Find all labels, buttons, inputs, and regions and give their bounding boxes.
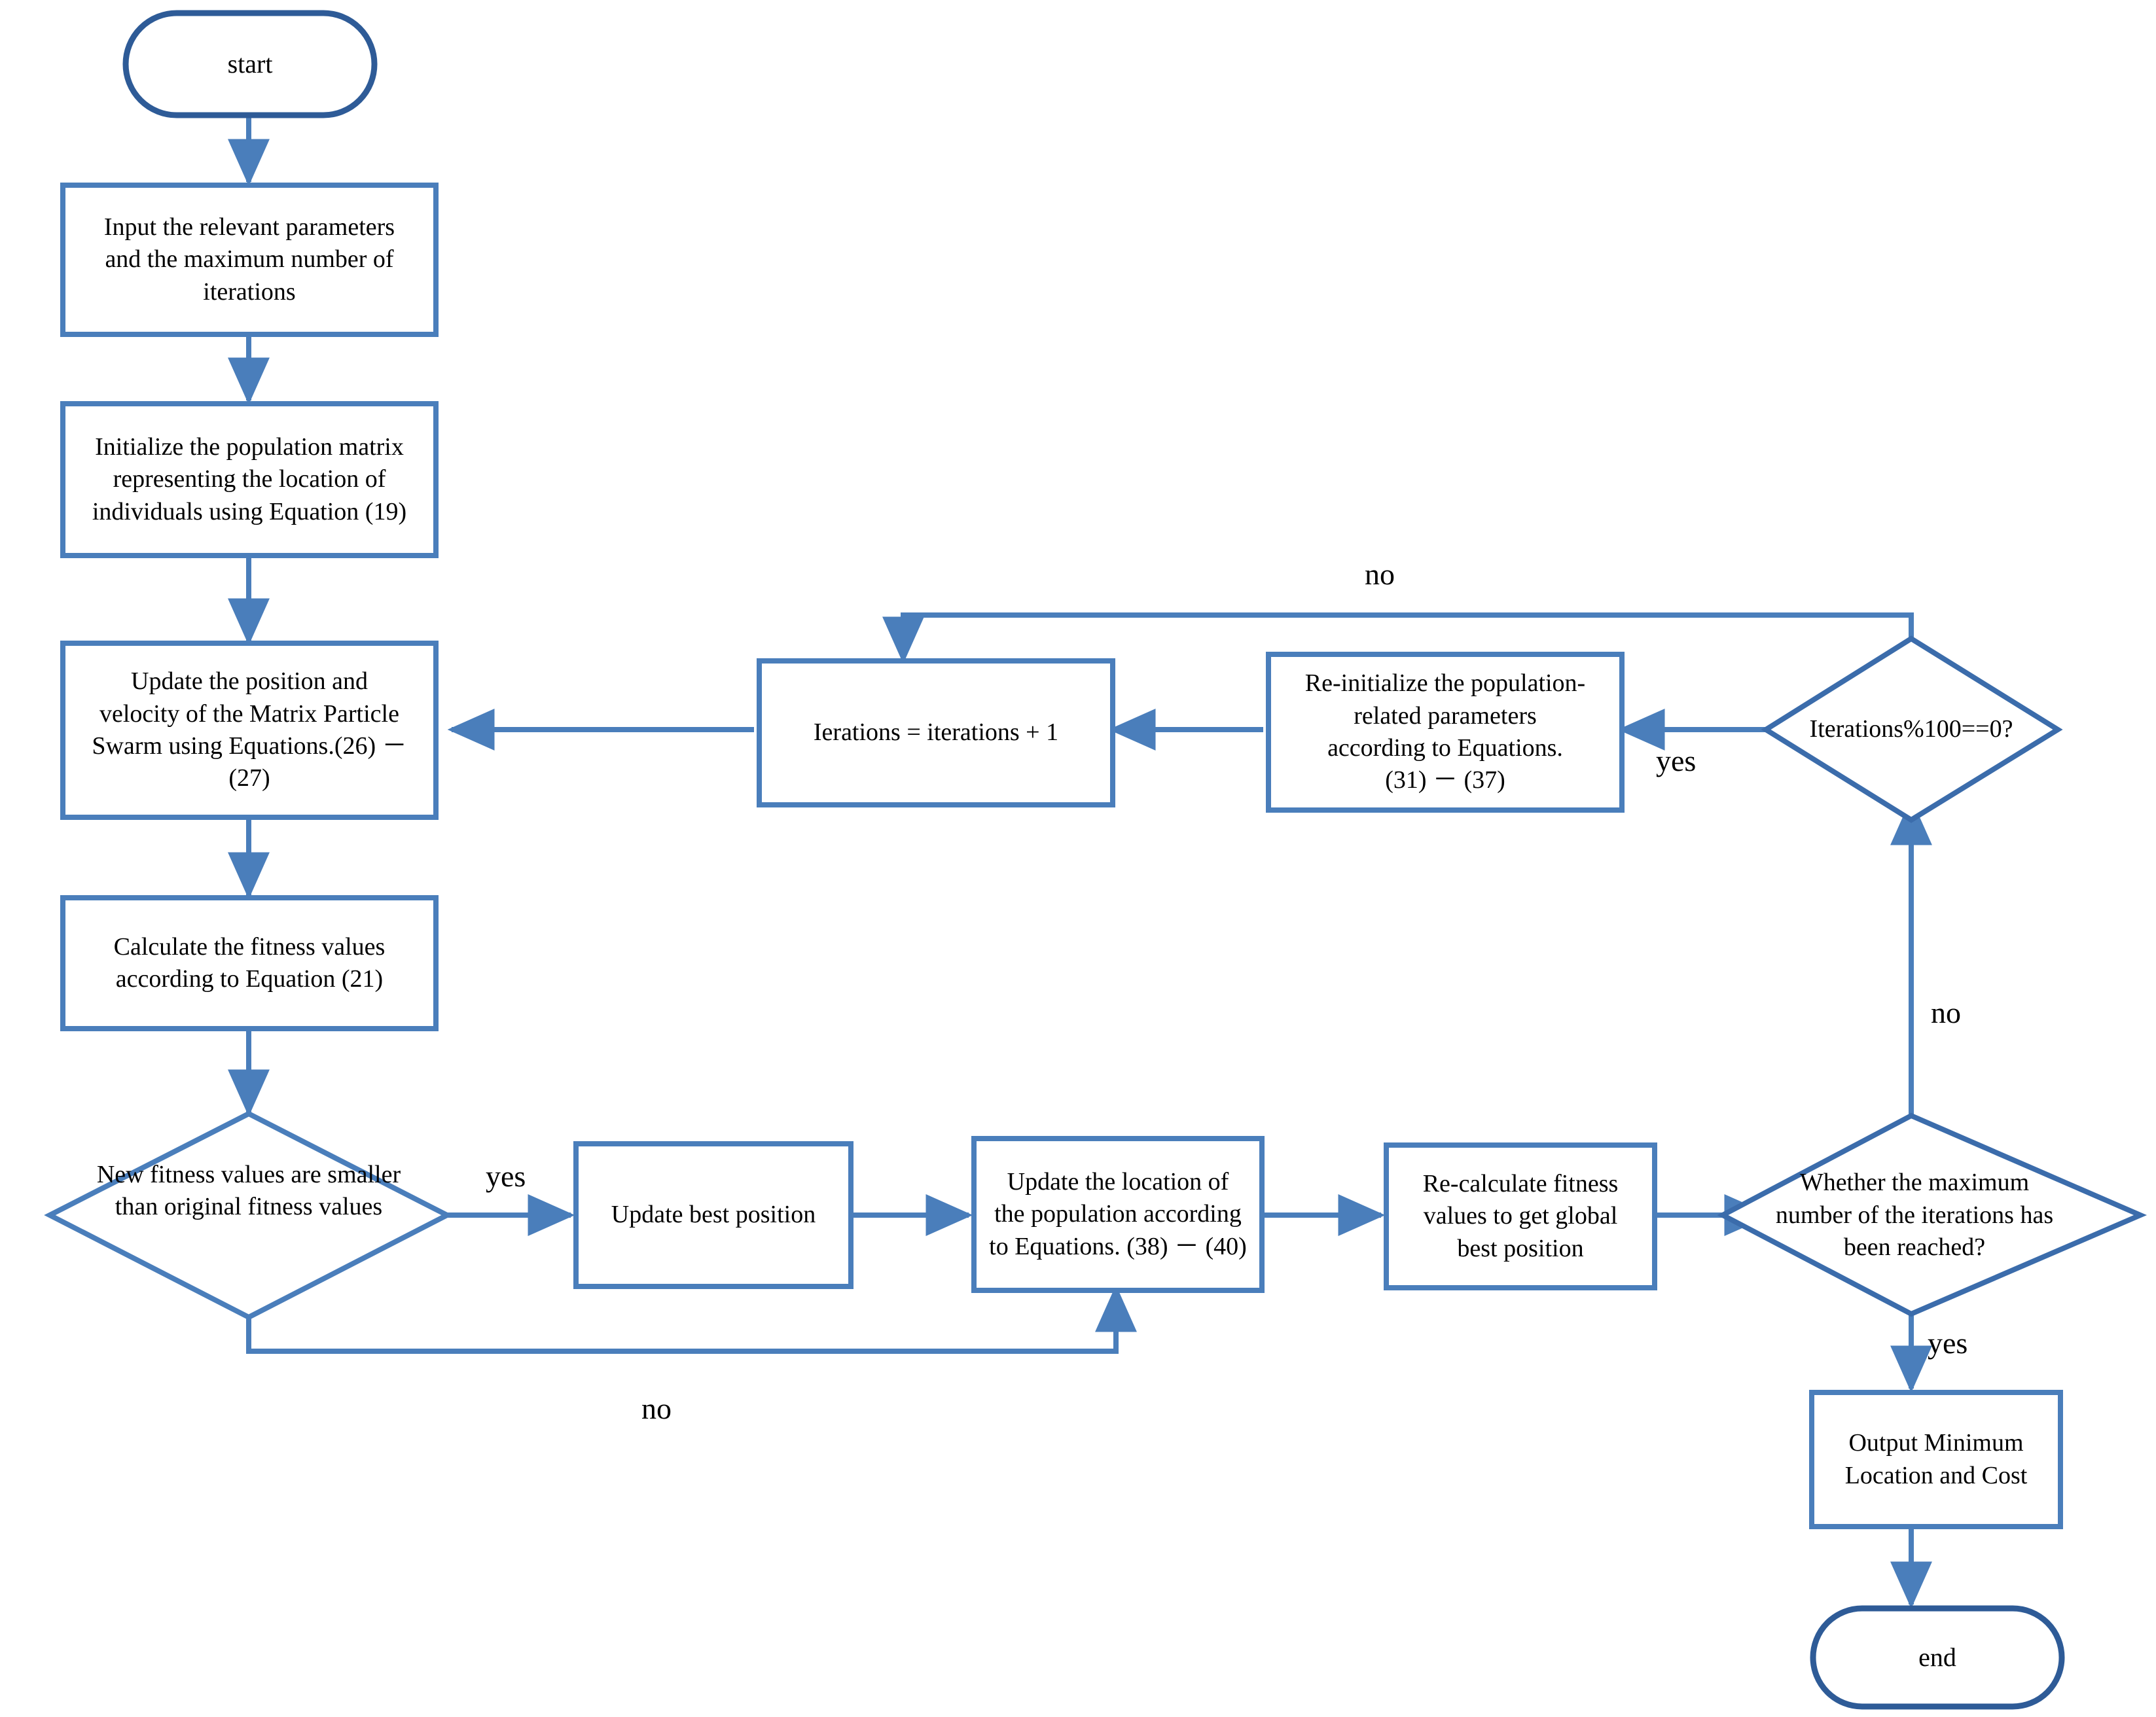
edge-compare-no-to-update-location <box>246 1284 1137 1354</box>
edge-label-mod-no: no <box>1365 558 1395 591</box>
edge-mod-check-no-to-increment <box>882 612 1914 664</box>
edge-label-compare-yes: yes <box>486 1159 526 1193</box>
node-max-iterations-check[interactable] <box>1717 1112 2147 1317</box>
edge-label-mod-yes: yes <box>1656 744 1697 777</box>
node-input-params[interactable] <box>60 183 439 337</box>
node-start[interactable] <box>122 10 378 118</box>
node-update-location[interactable] <box>971 1136 1265 1293</box>
node-reinitialize-params[interactable] <box>1266 652 1625 813</box>
node-recalculate-fitness[interactable] <box>1384 1142 1657 1290</box>
edge-label-max-iter-yes: yes <box>1928 1326 1968 1360</box>
node-output-minimum[interactable] <box>1809 1390 2063 1529</box>
node-end[interactable] <box>1810 1605 2065 1710</box>
node-iterations-mod-check[interactable] <box>1761 635 2063 823</box>
node-initialize-population[interactable] <box>60 401 439 558</box>
node-calculate-fitness[interactable] <box>60 895 439 1031</box>
node-update-position-velocity[interactable] <box>60 641 439 820</box>
edge-label-compare-no: no <box>641 1392 672 1425</box>
edge-group-main <box>228 115 1932 1609</box>
node-compare-fitness[interactable] <box>44 1110 453 1320</box>
node-increment-iterations[interactable] <box>757 658 1115 807</box>
node-update-best-position[interactable] <box>573 1141 853 1289</box>
edge-label-max-iter-no: no <box>1931 996 1961 1029</box>
